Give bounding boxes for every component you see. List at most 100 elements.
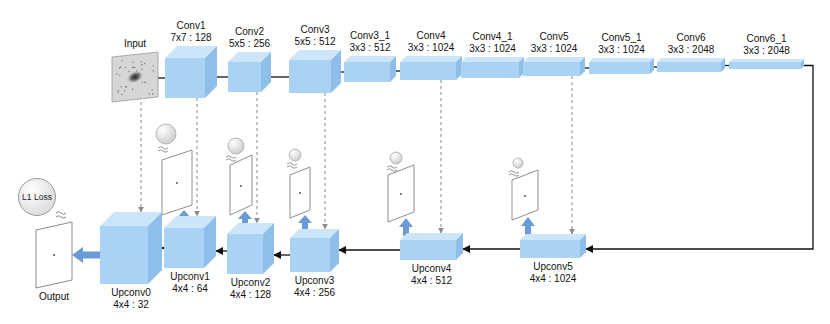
block-shape (589, 58, 654, 74)
layer-block: Upconv54x4 : 1024 (520, 234, 586, 258)
label-group: Conv63x3 : 2048 (668, 32, 715, 56)
block-side (390, 56, 396, 82)
block-side (580, 234, 586, 258)
block-side (456, 233, 463, 260)
connector-line (396, 70, 400, 71)
image-speck (152, 93, 153, 94)
layer-block: Conv4_13x3 : 1024 (461, 57, 524, 78)
image-speck (129, 71, 130, 72)
loss-ball (390, 152, 402, 164)
connector-line (586, 66, 813, 250)
flow-connector (396, 71, 400, 72)
image-speck (142, 82, 143, 83)
block-front (165, 58, 205, 98)
image-speck (118, 92, 119, 93)
flow-connector (341, 72, 344, 73)
layer-block: Conv53x3 : 1024 (523, 57, 585, 76)
block-front (344, 62, 390, 82)
label-group: Conv5_13x3 : 1024 (598, 32, 645, 56)
block-side (204, 216, 216, 268)
connector-line (274, 254, 290, 255)
layer-block: Conv17x7 : 128 (165, 46, 217, 98)
layer-name: Upconv4 (411, 263, 452, 275)
prediction-upconv3 (287, 149, 312, 232)
image-speck (119, 74, 120, 75)
block-front (523, 62, 580, 76)
image-speck (149, 93, 150, 94)
layer-spec: 3x3 : 2048 (743, 45, 790, 57)
output-image: Output (36, 222, 72, 288)
flow-dot (53, 254, 55, 256)
image-speck (132, 89, 133, 90)
block-shape (165, 46, 217, 98)
layer-name: Conv4_1 (469, 31, 516, 43)
layer-spec: 3x3 : 1024 (531, 43, 578, 55)
block-shape (400, 233, 463, 260)
block-front (657, 62, 721, 72)
image-speck (152, 89, 153, 90)
image-speck (133, 67, 134, 68)
layer-block: Conv35x5 : 512 (289, 50, 341, 93)
wave-mark (158, 147, 168, 153)
image-speck (153, 70, 154, 71)
prediction-upconv1 (156, 124, 192, 226)
arrow-head (72, 247, 83, 263)
layer-name: Input (124, 38, 146, 50)
block-front (289, 60, 331, 93)
layer-spec: 5x5 : 512 (294, 36, 335, 48)
loss-circle: L1 Loss (18, 178, 56, 216)
label-group: Upconv34x4 : 256 (294, 275, 335, 299)
skip-connection (572, 76, 573, 234)
layer-spec: 3x3 : 1024 (598, 44, 645, 56)
block-shape (164, 216, 216, 268)
layer-name: Upconv1 (170, 271, 209, 283)
layer-block: Conv25x5 : 256 (228, 52, 271, 92)
layer-block: Conv43x3 : 1024 (400, 56, 462, 80)
block-shape (400, 56, 462, 80)
flow-dot (176, 182, 178, 184)
image-speck (116, 73, 117, 74)
block-front (729, 62, 801, 69)
block-shape (657, 58, 725, 72)
image-speck (141, 64, 142, 65)
skip-connection (257, 92, 258, 223)
block-top (523, 57, 585, 62)
label-group: Upconv54x4 : 1024 (530, 261, 577, 285)
layer-spec: 5x5 : 256 (229, 38, 270, 50)
image-speck (132, 67, 133, 68)
layer-spec: 3x3 : 1024 (408, 42, 455, 54)
layer-name: L1 Loss (22, 192, 52, 202)
connector-line (158, 77, 165, 78)
block-front (100, 226, 148, 284)
connector-line (271, 76, 289, 77)
image-speck (121, 86, 122, 87)
wave-mark (509, 171, 519, 177)
layer-name: Upconv0 (111, 287, 150, 299)
layer-name: Conv1 (170, 20, 211, 32)
flow-panel (162, 150, 192, 215)
image-speck (119, 67, 120, 68)
layer-block: Upconv44x4 : 512 (400, 233, 463, 260)
block-side (330, 229, 339, 272)
layer-name: Conv6_1 (743, 33, 790, 45)
flow-connector (217, 77, 228, 78)
image-speck (121, 60, 122, 61)
skip-connection (141, 102, 142, 212)
wave-mark (387, 166, 397, 172)
block-shape (227, 223, 274, 274)
connector-line (141, 102, 142, 212)
label-group: Conv6_13x3 : 2048 (743, 33, 790, 57)
block-top (520, 234, 586, 240)
layer-block: Conv63x3 : 2048 (657, 58, 725, 72)
block-shape (290, 229, 339, 272)
flow-connector (339, 250, 400, 251)
image-speck (134, 67, 135, 68)
label-group: Conv43x3 : 1024 (408, 30, 455, 54)
layer-name: Upconv5 (530, 261, 577, 273)
block-shape (228, 52, 271, 92)
image-sheet (36, 222, 72, 288)
flow-connector (654, 67, 657, 68)
image-speck (132, 62, 133, 63)
image-speck (144, 82, 145, 83)
connector-line (463, 248, 520, 249)
